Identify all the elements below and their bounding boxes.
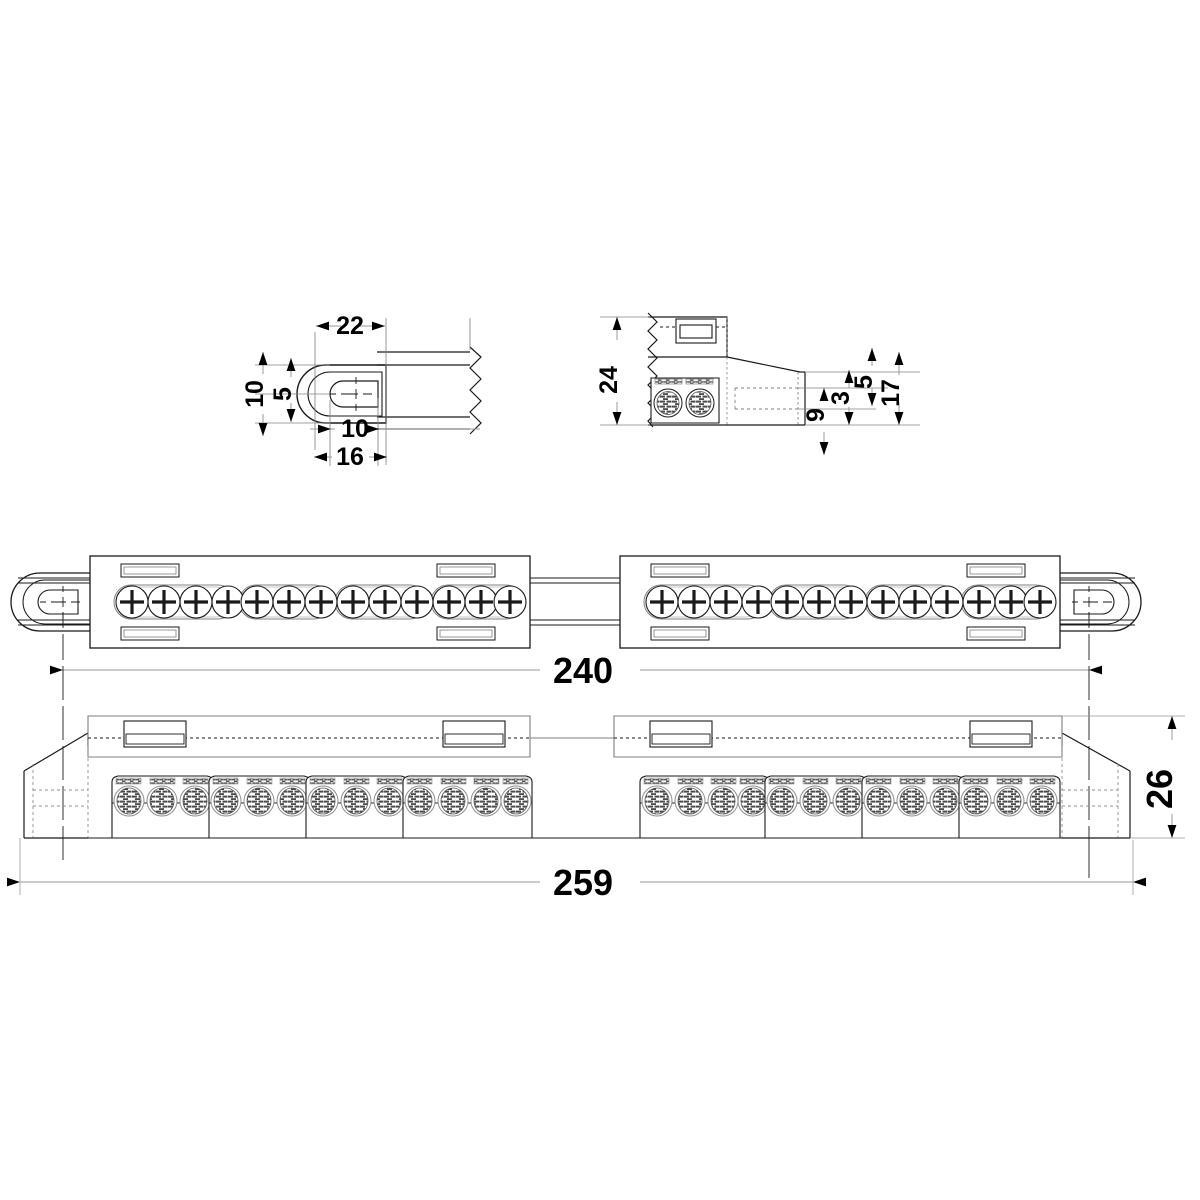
dimension-10-vertical-label: 10 (241, 380, 269, 408)
dimension-22: 22 (316, 312, 385, 340)
terminal-housing (111, 775, 214, 839)
dimension-240-label: 240 (553, 650, 613, 691)
dimension-259-extension-lines (19, 838, 1134, 895)
front-right-clip-2 (969, 720, 1033, 748)
front-left-clip-1 (123, 720, 187, 748)
foot-slot-hole (329, 380, 379, 408)
terminal-housing (764, 775, 867, 839)
dimension-9-label: 9 (802, 408, 830, 422)
end-section-body (648, 316, 806, 426)
end-section-terminal-housing (650, 377, 720, 424)
plan-right-tab-top-1 (650, 563, 710, 578)
dimension-5-right-label: 5 (850, 375, 878, 389)
front-left-clip-2 (442, 720, 506, 748)
detail-end-section-view: 24 9 3 5 17 (595, 312, 920, 455)
plan-right-tab-top-2 (966, 563, 1026, 578)
end-section-port-right (685, 388, 715, 418)
dimension-3-label: 3 (827, 391, 855, 405)
plan-right-screws (645, 585, 1057, 619)
plan-left-tab-bottom-2 (436, 626, 496, 641)
plan-left-tab-bottom-1 (120, 626, 180, 641)
dimension-24-label: 24 (595, 366, 623, 394)
front-left-terminal-housings (111, 775, 533, 839)
terminal-housing (305, 775, 408, 839)
plan-left-lug (10, 572, 92, 632)
plan-left-screws (115, 585, 527, 619)
detail-mounting-foot-view: 22 10 5 10 16 (241, 312, 482, 471)
dimension-17: 17 (877, 352, 905, 425)
terminal-housing (402, 775, 533, 839)
dimension-17-label: 17 (877, 379, 905, 407)
dimension-10-vertical: 10 (241, 352, 269, 436)
dimension-22-label: 22 (336, 312, 364, 340)
end-section-port-left (653, 388, 683, 418)
dimension-9: 9 (802, 388, 830, 455)
break-line-foot (469, 346, 482, 435)
plan-rail (18, 577, 1135, 626)
dimension-259-label: 259 (553, 862, 613, 903)
front-right-terminal-housings (639, 775, 1061, 839)
dimension-26-extension-lines (1062, 715, 1185, 839)
foot-inner-profile (307, 371, 383, 417)
dimension-5-left-label: 5 (269, 387, 297, 401)
front-right-bracket-hidden (1061, 740, 1119, 838)
front-right-body (613, 715, 1063, 758)
dimension-16-label: 16 (336, 443, 364, 471)
plan-left-tab-top-2 (436, 563, 496, 578)
dimension-259: 259 (7, 862, 1146, 903)
dimension-10-horizontal-label: 10 (341, 415, 369, 443)
dimension-24: 24 (595, 317, 623, 425)
front-left-body (87, 715, 531, 758)
plan-right-tab-bottom-1 (650, 626, 710, 641)
plan-left-tab-top-1 (120, 563, 180, 578)
front-left-bracket-hidden (32, 740, 89, 838)
front-right-clip-1 (649, 720, 713, 748)
dimension-16: 16 (314, 443, 387, 471)
terminal-housing (639, 775, 770, 839)
plan-left-block (89, 555, 531, 649)
terminal-housing (208, 775, 311, 839)
dimension-10-horizontal: 10 (310, 415, 480, 443)
terminal-housing (958, 775, 1061, 839)
terminal-housing (861, 775, 964, 839)
dimension-5-right: 5 (850, 348, 878, 406)
plan-right-lug (1060, 572, 1142, 632)
dimension-5-left: 5 (269, 358, 297, 422)
plan-view (10, 555, 1142, 649)
plan-right-tab-bottom-2 (966, 626, 1026, 641)
dimension-26: 26 (1139, 716, 1180, 838)
end-section-extension-lines (600, 316, 920, 426)
end-section-clip (675, 318, 717, 344)
front-view (23, 715, 1131, 839)
dimension-240-witness-lines (62, 612, 1090, 878)
end-section-hidden-pocket (734, 387, 798, 410)
dimension-26-label: 26 (1139, 769, 1180, 809)
dimension-3: 3 (827, 370, 855, 425)
foot-outer-profile (296, 364, 387, 424)
plan-right-block (619, 555, 1061, 649)
dimension-240: 240 (50, 650, 1102, 691)
